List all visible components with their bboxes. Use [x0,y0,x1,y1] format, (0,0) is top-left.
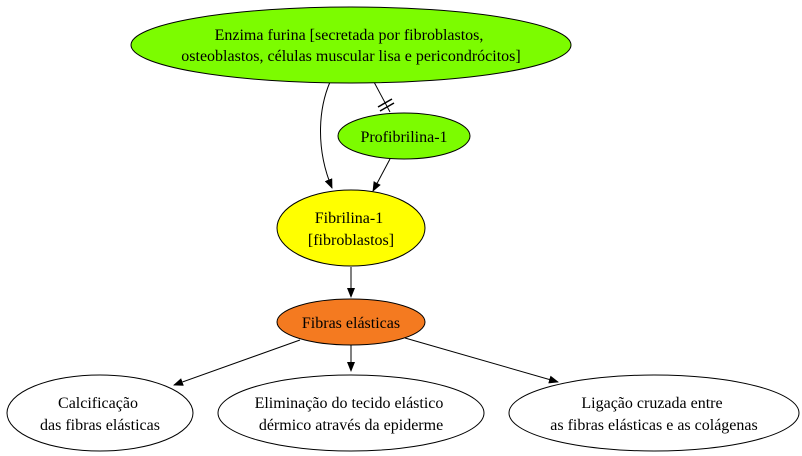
node-furina-shape [130,6,572,84]
node-eliminacao-line-1: Eliminação do tecido elástico [255,395,444,412]
node-furina-line-1: Enzima furina [secretada por fibroblasto… [215,27,484,44]
node-fibras-line-1: Fibras elásticas [302,315,400,332]
svg-text:Enzima furina [secretada por f: Enzima furina [secretada por fibroblasto… [181,27,520,65]
node-ligacao-line-1: Ligação cruzada entre [581,395,722,412]
node-ligacao: Ligação cruzada entre as fibras elástica… [508,374,800,452]
svg-text:Eliminação do tecido elástico: Eliminação do tecido elástico dérmico at… [255,395,448,434]
node-calcificacao-shape [6,374,194,452]
edge-fibras-to-ligacao [404,337,559,384]
node-calcificacao-line-2: das fibras elásticas [40,417,160,434]
node-furina: Enzima furina [secretada por fibroblasto… [130,6,572,84]
edge-fibras-to-calcificacao [173,339,301,386]
node-eliminacao-line-2: dérmico através da epiderme [259,417,443,434]
node-fibrilina-line-2: [fibroblastos] [308,232,394,249]
node-ligacao-line-2: as fibras elásticas e as colágenas [550,417,757,434]
edge-profibrilina-to-fibrilina [372,158,391,192]
svg-text:Ligação cruzada entre as: Ligação cruzada entre as fibras elástica… [550,395,757,434]
node-fibrilina-shape [276,189,426,267]
svg-text:Fibras elásticas: Fibras elásticas [302,315,400,332]
svg-text:Profibrilina-1: Profibrilina-1 [360,129,447,146]
svg-text:Fibrilina-1 [fibroblasto: Fibrilina-1 [fibroblastos] [308,210,394,249]
node-calcificacao: Calcificação das fibras elásticas [6,374,194,452]
edge-tee-marker [377,98,395,112]
node-eliminacao-shape [217,374,485,452]
node-ligacao-shape [508,374,800,452]
node-fibrilina-line-1: Fibrilina-1 [315,210,383,227]
edges [173,81,559,386]
node-furina-line-2: osteoblastos, células muscular lisa e pe… [181,48,520,65]
node-profibrilina-line-1: Profibrilina-1 [360,129,447,146]
node-fibras-shape [276,298,426,346]
node-profibrilina-shape [337,112,471,160]
node-calcificacao-line-1: Calcificação [58,395,138,412]
node-fibrilina: Fibrilina-1 [fibroblastos] [276,189,426,267]
svg-text:Calcificação das fibras: Calcificação das fibras elásticas [40,395,160,434]
node-fibras: Fibras elásticas [276,298,426,346]
node-profibrilina: Profibrilina-1 [337,112,471,160]
edge-furina-to-fibrilina [320,81,333,189]
node-eliminacao: Eliminação do tecido elástico dérmico at… [217,374,485,452]
